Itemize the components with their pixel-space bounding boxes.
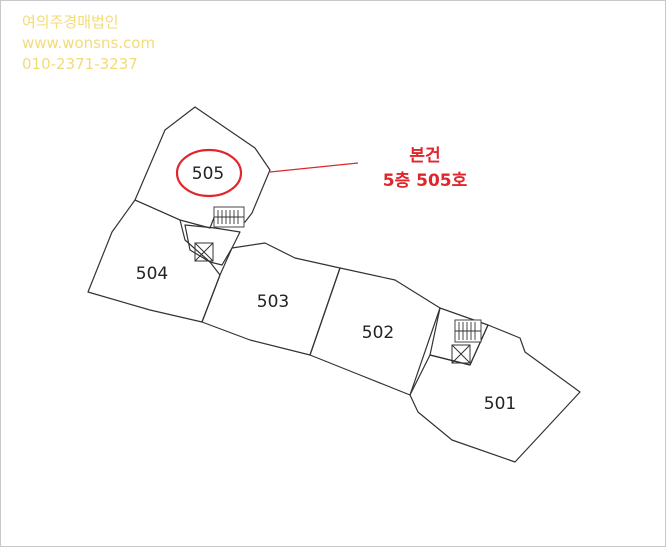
subject-callout: 본건 5층 505호 [360,144,490,194]
unit-501-outline [409,324,581,463]
highlight-circle-505 [175,148,243,198]
callout-line-1: 본건 [409,146,441,166]
elevator-icon-lower [451,344,471,364]
watermark-phone: 010-2371-3237 [22,55,138,73]
watermark-company: 여의주경매법인 [22,13,119,31]
elevator-icon-upper [194,242,214,262]
core-outline [184,224,241,266]
unit-label-503: 503 [257,292,289,312]
unit-label-504: 504 [136,264,168,284]
callout-leader-line [269,162,359,173]
watermark: 여의주경매법인 www.wonsns.com 010-2371-3237 [22,12,155,75]
unit-label-505: 505 [192,164,224,184]
stair-icon-lower [454,319,482,343]
unit-label-502: 502 [362,323,394,343]
stair-icon-upper [213,206,245,228]
callout-line-2: 5층 505호 [382,171,468,191]
watermark-website: www.wonsns.com [22,34,156,52]
unit-label-501: 501 [484,394,516,414]
